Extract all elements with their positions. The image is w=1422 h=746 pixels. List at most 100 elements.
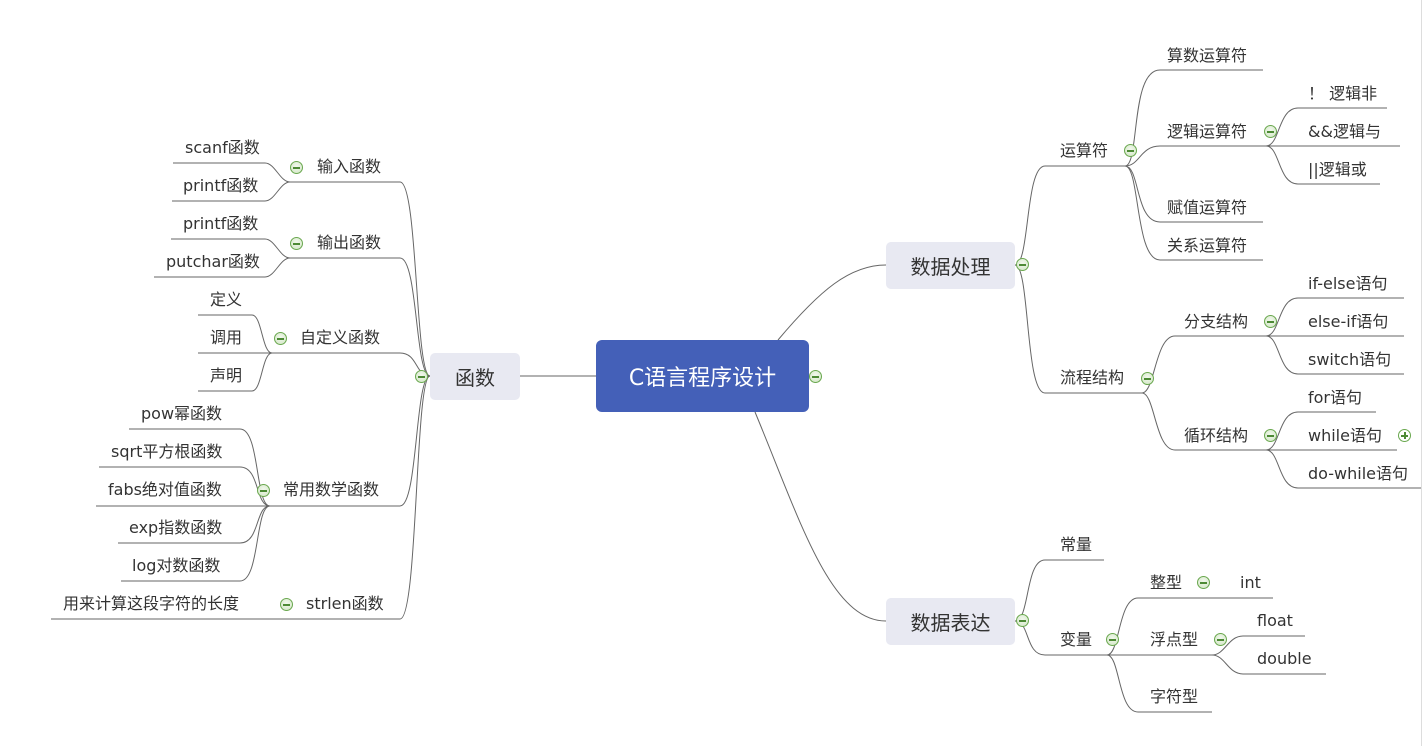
leaf-node[interactable]: &&逻辑与 [1308, 122, 1381, 141]
connector-line [1265, 335, 1404, 375]
connector-line [173, 162, 291, 183]
leaf-node[interactable]: printf函数 [183, 214, 259, 233]
node-functions[interactable]: 函数 [430, 353, 520, 400]
collapse-icon[interactable] [1141, 372, 1154, 385]
root-label: C语言程序设计 [628, 366, 777, 391]
collapse-icon[interactable] [1016, 614, 1029, 627]
node-label: 数据表达 [910, 611, 991, 635]
leaf-node[interactable]: 定义 [210, 290, 243, 309]
connector-line [154, 257, 291, 278]
leaf-node[interactable]: 调用 [210, 328, 243, 347]
leaf-node[interactable]: float [1257, 611, 1293, 630]
connector-line [1211, 654, 1326, 675]
leaf-node[interactable]: putchar函数 [166, 252, 260, 271]
leaf-node[interactable]: for语句 [1308, 388, 1363, 407]
leaf-node[interactable]: ！ 逻辑非 [1308, 84, 1378, 103]
expand-icon[interactable] [1398, 429, 1411, 442]
collapse-icon[interactable] [1264, 125, 1277, 138]
leaf-node[interactable]: ||逻辑或 [1308, 160, 1367, 179]
node-input-functions[interactable]: 输入函数 [317, 157, 382, 176]
collapse-icon[interactable] [1106, 633, 1119, 646]
leaf-node[interactable]: do-while语句 [1308, 464, 1408, 483]
connector-line [198, 352, 273, 392]
connector-line [1265, 411, 1376, 451]
leaf-node[interactable]: log对数函数 [132, 556, 221, 575]
leaf-node[interactable]: fabs绝对值函数 [108, 480, 222, 499]
leaf-node[interactable]: exp指数函数 [129, 518, 223, 537]
node-flow-structure[interactable]: 流程结构 [1060, 368, 1125, 387]
connector-root-expression [754, 411, 887, 622]
leaf-node-constant[interactable]: 常量 [1060, 535, 1093, 554]
node-label: 数据处理 [910, 255, 991, 279]
collapse-icon[interactable] [280, 598, 293, 611]
connector-line [1124, 165, 1263, 261]
root-node[interactable]: C语言程序设计 [596, 340, 809, 412]
connector-line [1124, 145, 1266, 167]
connector-line [1106, 597, 1273, 656]
connector-line [1106, 654, 1212, 713]
collapse-icon[interactable] [1016, 258, 1029, 271]
leaf-node-char[interactable]: 字符型 [1150, 687, 1199, 706]
leaf-node[interactable]: sqrt平方根函数 [111, 442, 223, 461]
node-custom-functions[interactable]: 自定义函数 [300, 328, 381, 347]
connector-line [1265, 145, 1380, 185]
connector-line [1124, 69, 1263, 167]
leaf-node[interactable]: 声明 [210, 366, 243, 385]
connector-line [290, 181, 431, 377]
leaf-node[interactable]: printf函数 [183, 176, 259, 195]
node-math-functions[interactable]: 常用数学函数 [283, 480, 380, 499]
leaf-node[interactable]: while语句 [1308, 426, 1382, 445]
connector-line [198, 314, 273, 354]
connector-line [118, 505, 271, 544]
collapse-icon[interactable] [257, 484, 270, 497]
collapse-icon[interactable] [1197, 576, 1210, 589]
node-operators[interactable]: 运算符 [1060, 141, 1109, 160]
node-float[interactable]: 浮点型 [1150, 630, 1199, 649]
node-label: 函数 [455, 366, 495, 390]
connector-line [1124, 165, 1263, 223]
connector-line [1014, 559, 1104, 622]
collapse-icon[interactable] [290, 161, 303, 174]
leaf-node[interactable]: 赋值运算符 [1167, 198, 1248, 217]
collapse-icon[interactable] [809, 370, 822, 383]
collapse-icon[interactable] [274, 332, 287, 345]
connector-line [172, 181, 291, 202]
connector-line [1141, 335, 1266, 394]
node-variable[interactable]: 变量 [1060, 630, 1093, 649]
node-branch-structure[interactable]: 分支结构 [1184, 312, 1249, 331]
node-data-processing[interactable]: 数据处理 [886, 242, 1015, 289]
connector-line [300, 375, 431, 620]
node-data-expression[interactable]: 数据表达 [886, 598, 1015, 645]
collapse-icon[interactable] [415, 370, 428, 383]
leaf-node[interactable]: 算数运算符 [1167, 46, 1248, 65]
connector-line [1014, 165, 1125, 266]
collapse-icon[interactable] [1264, 315, 1277, 328]
leaf-node[interactable]: switch语句 [1308, 350, 1392, 369]
node-strlen[interactable]: strlen函数 [306, 594, 384, 613]
leaf-node[interactable]: else-if语句 [1308, 312, 1389, 331]
leaf-node[interactable]: scanf函数 [185, 138, 260, 157]
node-logic-operators[interactable]: 逻辑运算符 [1167, 122, 1248, 141]
connector-line [1211, 635, 1305, 656]
connector-line [129, 428, 271, 507]
collapse-icon[interactable] [290, 237, 303, 250]
leaf-node[interactable]: int [1240, 573, 1261, 592]
collapse-icon[interactable] [1264, 429, 1277, 442]
collapse-icon[interactable] [1214, 633, 1227, 646]
leaf-node[interactable]: pow幂函数 [141, 404, 223, 423]
connector-line [1141, 392, 1266, 451]
node-output-functions[interactable]: 输出函数 [317, 233, 382, 252]
leaf-node[interactable]: 关系运算符 [1167, 236, 1248, 255]
leaf-node[interactable]: if-else语句 [1308, 274, 1388, 293]
connector-line [1265, 449, 1422, 489]
node-integer[interactable]: 整型 [1150, 573, 1183, 592]
connector-line [1014, 264, 1142, 394]
node-loop-structure[interactable]: 循环结构 [1184, 426, 1249, 445]
leaf-node[interactable]: double [1257, 649, 1312, 668]
connector-root-processing [777, 264, 887, 341]
collapse-icon[interactable] [1124, 144, 1137, 157]
connector-line [121, 505, 271, 582]
leaf-node[interactable]: 用来计算这段字符的长度 [63, 594, 240, 613]
connector-line [1265, 107, 1387, 147]
connector-line [1265, 297, 1404, 337]
